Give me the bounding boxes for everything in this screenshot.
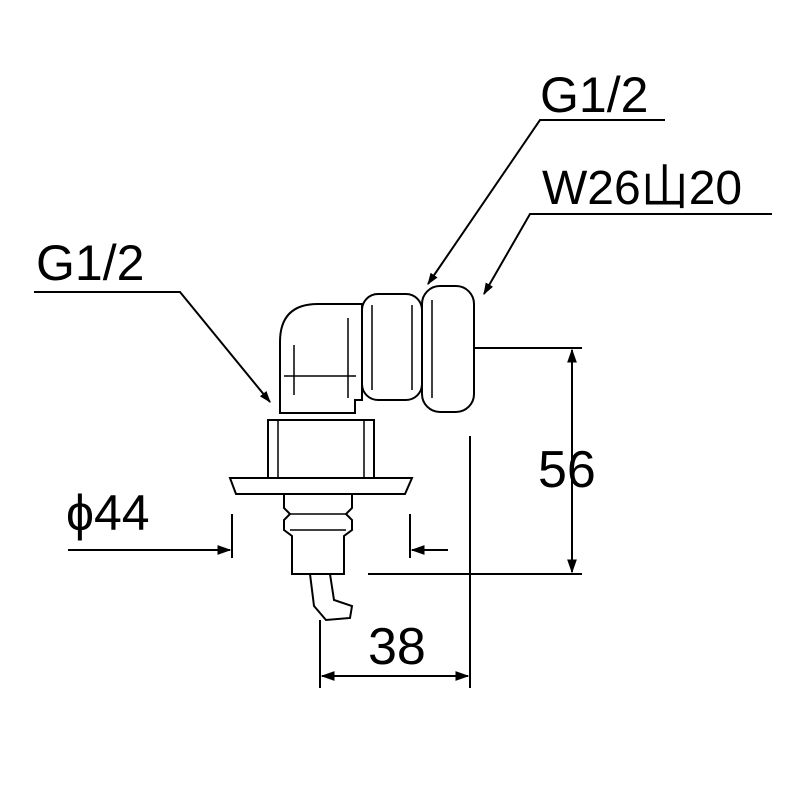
outlet-thread-label: G1/2	[540, 67, 648, 123]
elbow-fitting	[279, 303, 363, 414]
outlet-leader	[427, 119, 665, 285]
hose-thread-label: W26山20	[542, 162, 742, 215]
flange-diameter-label: ϕ44	[66, 485, 150, 541]
mounting-flange	[228, 477, 414, 495]
dimension-lines	[68, 348, 577, 681]
hose-leader	[483, 213, 772, 296]
lever	[308, 573, 354, 622]
height-dimension-label: 56	[538, 441, 596, 499]
hex-body	[267, 419, 375, 479]
hose-coupling	[421, 285, 475, 413]
hex-nut	[361, 293, 423, 401]
inlet-leader	[34, 291, 271, 403]
extension-lines	[231, 347, 582, 688]
faucet-body	[228, 285, 475, 622]
inlet-thread-label: G1/2	[36, 235, 144, 291]
threaded-stem	[283, 493, 353, 575]
leader-lines	[34, 119, 772, 403]
depth-dimension-label: 38	[368, 618, 426, 676]
